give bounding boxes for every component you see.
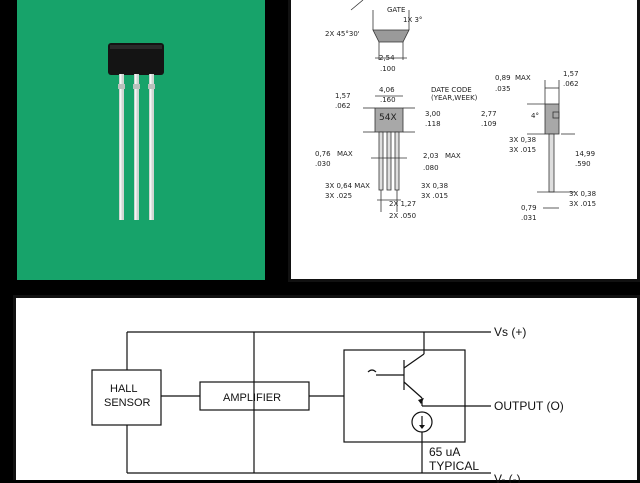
block-diagram-panel: Vs (+) HALL SENSOR AMPLIFIER OUTPUT (O) … xyxy=(13,295,640,483)
side-height-mm: 2,77 xyxy=(481,110,497,118)
side-edge-mm: 1,57 xyxy=(563,70,579,78)
gate-angle-label: 1X 3° xyxy=(403,16,422,24)
package-outline-drawing: GATE 1X 3° 2X 45°30' 2,54 .100 4,06 .160… xyxy=(315,0,596,222)
side-thickness-max: MAX xyxy=(515,74,531,82)
side-lead-thickness-in: 3X .015 xyxy=(509,146,536,154)
height-mm: 3,00 xyxy=(425,110,441,118)
side-angle: 4° xyxy=(531,112,539,120)
pitch-mm: 2X 1,27 xyxy=(389,200,416,208)
side-thickness-mm: 0,89 xyxy=(495,74,511,82)
hall-sensor-block xyxy=(91,369,162,426)
height-in: .118 xyxy=(425,120,441,128)
lead-length-max: MAX xyxy=(337,150,353,158)
lead-width-mm: 3X 0,64 MAX xyxy=(325,182,370,190)
side-edge-in: .062 xyxy=(563,80,579,88)
edge-mm: 1,57 xyxy=(335,92,351,100)
side-lead-thickness-mm: 3X 0,38 xyxy=(509,136,536,144)
standoff-mm: 2,03 xyxy=(423,152,439,160)
current-label-line1: 65 uA xyxy=(429,445,460,459)
hall-label-line1: HALL xyxy=(110,383,138,395)
top-pitch-mm: 2,54 xyxy=(379,54,395,62)
foot-lead-thickness-in: 3X .015 xyxy=(569,200,596,208)
pitch-in: 2X .050 xyxy=(389,212,416,220)
edge-in: .062 xyxy=(335,102,351,110)
width-mm: 4,06 xyxy=(379,86,395,94)
output-label: OUTPUT (O) xyxy=(494,399,564,413)
sensor-body-highlight xyxy=(110,45,162,49)
lead-thickness-in: 3X .015 xyxy=(421,192,448,200)
standoff-in: .080 xyxy=(423,164,439,172)
lead-length-in: .030 xyxy=(315,160,331,168)
mechanical-drawing-panel: GATE 1X 3° 2X 45°30' 2,54 .100 4,06 .160… xyxy=(288,0,640,282)
foot-lead-thickness-mm: 3X 0,38 xyxy=(569,190,596,198)
current-label-line2: TYPICAL xyxy=(429,459,479,473)
lead-length-total-mm: 14,99 xyxy=(575,150,595,158)
lead-length-mm: 0,76 xyxy=(315,150,331,158)
body-mark: 54X xyxy=(379,113,397,123)
output-stage-block xyxy=(343,349,466,443)
side-thickness-in: .035 xyxy=(495,85,511,93)
component-photo-panel xyxy=(0,0,272,286)
component-photo xyxy=(17,0,265,280)
width-in: .160 xyxy=(380,96,396,104)
sensor-body xyxy=(108,43,164,75)
date-code-line1: DATE CODE xyxy=(431,86,472,94)
hall-sensor-block-diagram: Vs (+) HALL SENSOR AMPLIFIER OUTPUT (O) … xyxy=(91,325,564,483)
foot-in: .031 xyxy=(521,214,537,222)
side-height-in: .109 xyxy=(481,120,497,128)
standoff-max: MAX xyxy=(445,152,461,160)
lead-length-total-in: .590 xyxy=(575,160,591,168)
lead-thickness-mm: 3X 0,38 xyxy=(421,182,448,190)
lead-width-in: 3X .025 xyxy=(325,192,352,200)
supply-label: Vs (+) xyxy=(494,325,526,339)
ground-label: V- (-) xyxy=(494,472,521,483)
date-code-line2: (YEAR,WEEK) xyxy=(431,94,478,102)
foot-mm: 0,79 xyxy=(521,204,537,212)
sensor-photo-graphic xyxy=(108,43,164,220)
amplifier-label: AMPLIFIER xyxy=(223,392,281,404)
chamfer-label: 2X 45°30' xyxy=(325,30,360,38)
gate-label: GATE xyxy=(387,6,405,14)
hall-label-line2: SENSOR xyxy=(104,397,151,409)
top-pitch-in: .100 xyxy=(380,65,396,73)
